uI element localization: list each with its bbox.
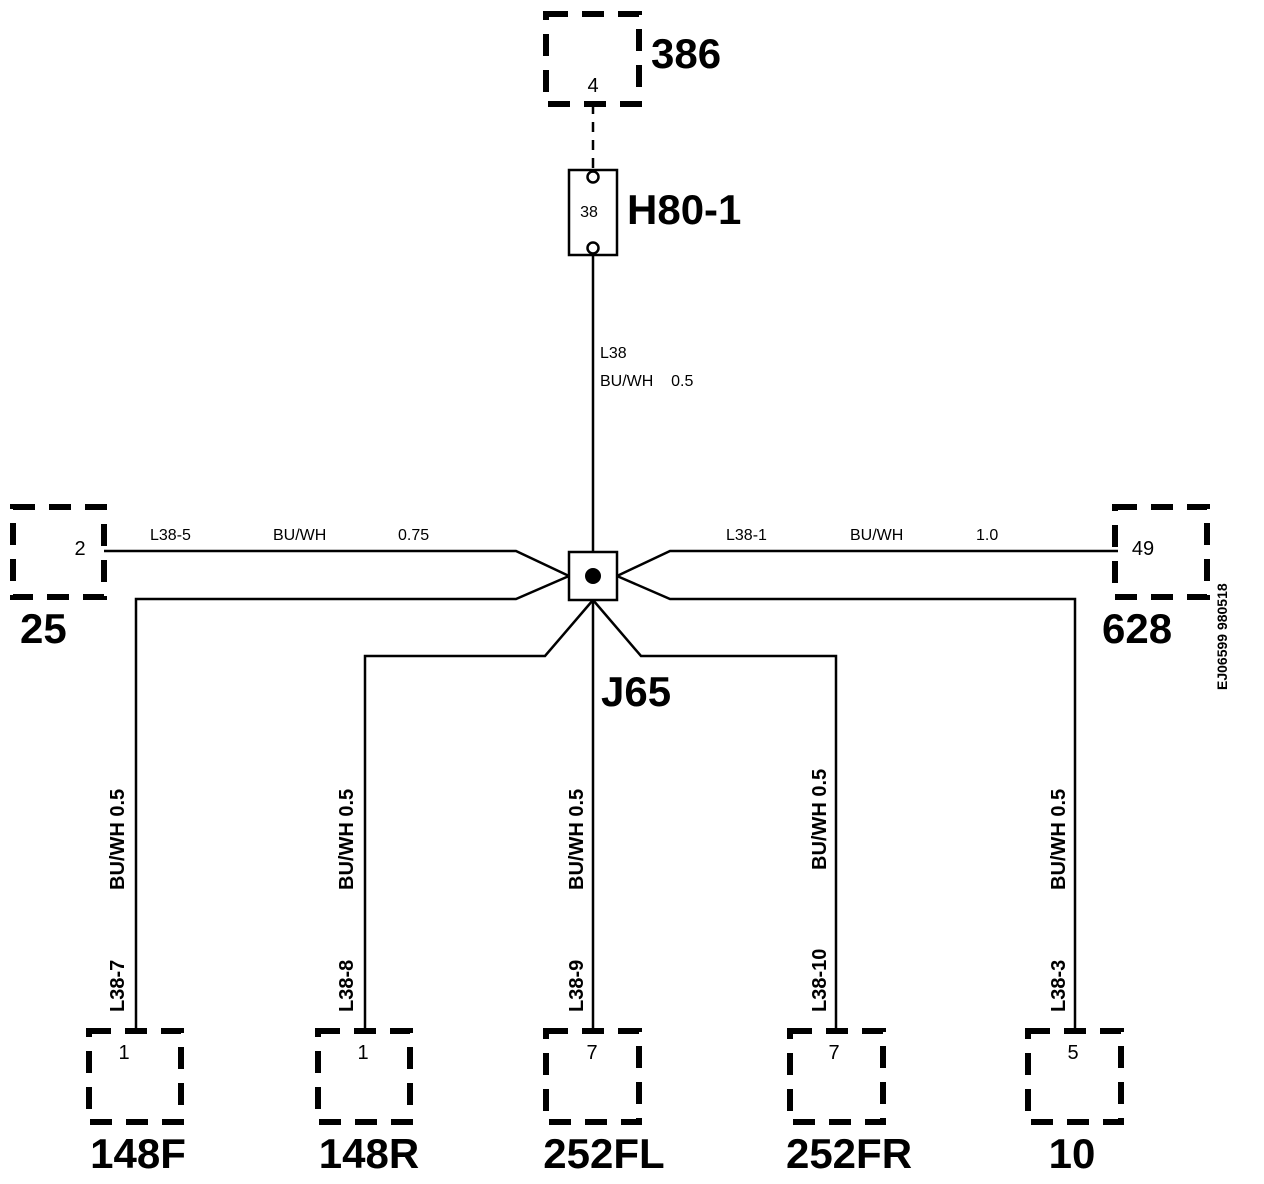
connector-628-label: 628 — [1102, 605, 1172, 652]
wire-l38-1-color: BU/WH — [850, 527, 903, 544]
connector-25: 2 25 — [10, 504, 107, 652]
connector-628-box — [1112, 504, 1210, 600]
wire-l38-1-size: 1.0 — [976, 527, 998, 544]
connector-148f-box — [86, 1028, 184, 1125]
connector-628: 49 628 — [1102, 504, 1210, 652]
wire-l38-5-size: 0.75 — [398, 527, 429, 544]
wire-l38-1-code: L38-1 — [726, 527, 767, 544]
wire-l38-3-code: L38-3 — [1048, 960, 1070, 1012]
wire-l38-7-code: L38-7 — [107, 960, 129, 1012]
wire-l38-8-code: L38-8 — [336, 960, 358, 1012]
wire-l38-10 — [592, 599, 838, 1031]
wire-l38-5 — [104, 549, 570, 578]
connector-148r-pin: 1 — [357, 1042, 368, 1064]
connector-628-pin: 49 — [1132, 538, 1154, 560]
wire-l38-9-code: L38-9 — [566, 960, 588, 1012]
header-h80-1-label: H80-1 — [627, 186, 741, 233]
connector-148f-pin: 1 — [118, 1042, 129, 1064]
connector-148r: 1 148R — [315, 1028, 419, 1177]
connector-252fr-box — [787, 1028, 886, 1125]
connector-25-pin: 2 — [74, 538, 85, 560]
junction-j65-label: J65 — [601, 668, 671, 715]
connector-10: 5 10 — [1025, 1028, 1124, 1177]
connector-252fl-box — [543, 1028, 642, 1125]
wire-l38-10-code: L38-10 — [809, 949, 831, 1012]
header-h80-1-pin: 38 — [580, 204, 598, 221]
wire-l38-code: L38 — [600, 345, 627, 362]
wire-l38-10-spec: BU/WH 0.5 — [809, 769, 831, 870]
connector-148f: 1 148F — [86, 1028, 186, 1177]
wire-l38-1 — [616, 549, 1118, 578]
connector-10-box — [1025, 1028, 1124, 1125]
connector-252fr: 7 252FR — [786, 1028, 912, 1177]
connector-148r-box — [315, 1028, 413, 1125]
connector-252fr-pin: 7 — [828, 1042, 839, 1064]
connector-148f-label: 148F — [90, 1130, 186, 1177]
header-terminal-bottom — [586, 241, 600, 255]
connector-10-pin: 5 — [1067, 1042, 1078, 1064]
connector-10-label: 10 — [1049, 1130, 1096, 1177]
wire-l38-spec: BU/WH 0.5 — [600, 373, 693, 390]
wire-l38-5-code: L38-5 — [150, 527, 191, 544]
wire-l38-8 — [363, 599, 594, 1031]
connector-386-label: 386 — [651, 30, 721, 77]
connector-25-label: 25 — [20, 605, 67, 652]
connector-252fl: 7 252FL — [543, 1028, 665, 1177]
reference-code: EJ06599 980518 — [1214, 583, 1230, 690]
wire-l38-9-spec: BU/WH 0.5 — [566, 789, 588, 890]
wire-l38-8-spec: BU/WH 0.5 — [336, 789, 358, 890]
connector-386-pin: 4 — [587, 75, 598, 97]
connector-25-box — [10, 504, 107, 600]
header-h80-1: 38 H80-1 — [567, 168, 741, 257]
header-terminal-top — [586, 170, 600, 184]
junction-j65-dot — [585, 568, 601, 584]
connector-148r-label: 148R — [319, 1130, 419, 1177]
connector-252fr-label: 252FR — [786, 1130, 912, 1177]
connector-386: 4 386 — [543, 11, 721, 107]
wire-l38-3 — [616, 574, 1077, 1031]
wire-l38-5-color: BU/WH — [273, 527, 326, 544]
wire-l38-3-spec: BU/WH 0.5 — [1048, 789, 1070, 890]
wire-l38-7-spec: BU/WH 0.5 — [107, 789, 129, 890]
connector-252fl-pin: 7 — [586, 1042, 597, 1064]
connector-252fl-label: 252FL — [543, 1130, 664, 1177]
wire-l38-7 — [134, 574, 570, 1031]
